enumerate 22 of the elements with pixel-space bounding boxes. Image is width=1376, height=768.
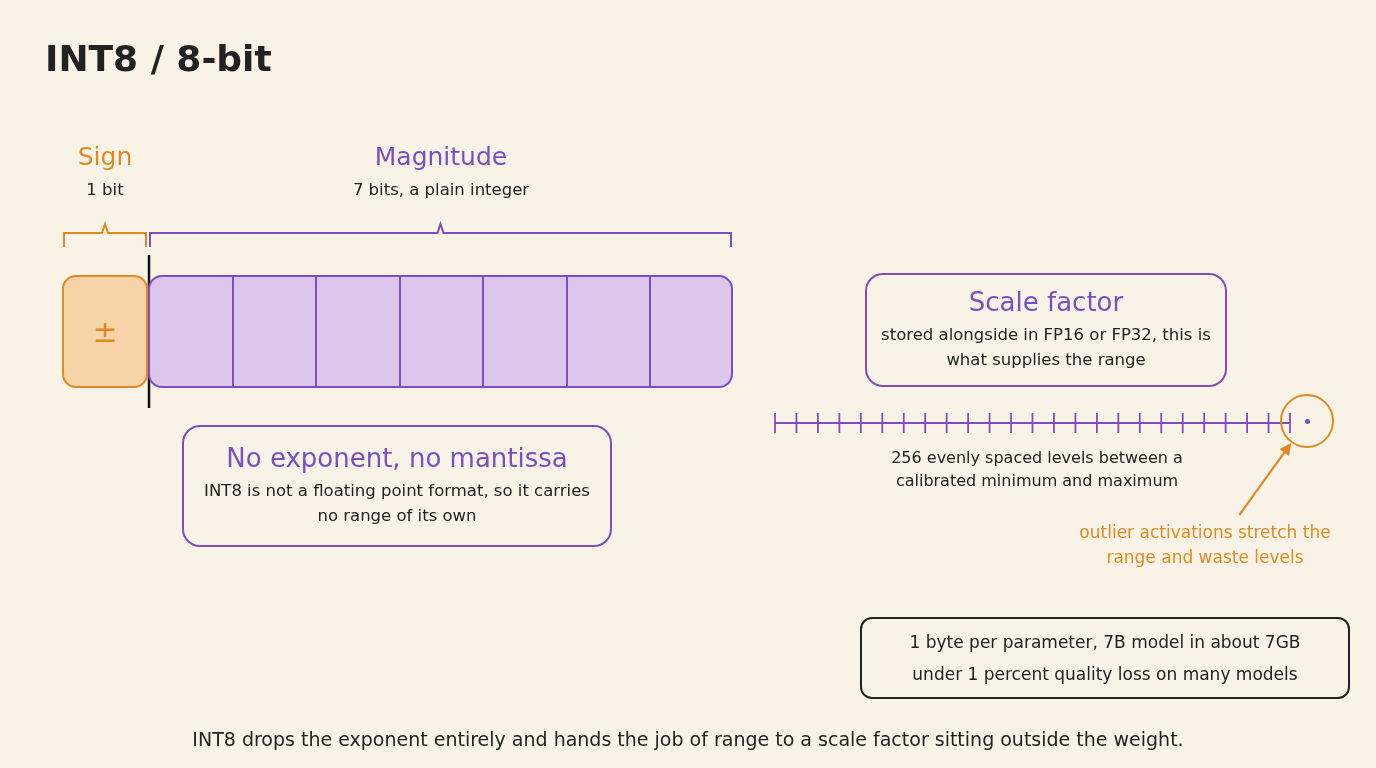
field-heading: Magnitude	[373, 142, 509, 171]
field-heading: Sign	[76, 142, 134, 171]
stat-text: under 1 percent quality loss on many models	[912, 663, 1298, 686]
note-box	[182, 425, 612, 547]
scale-caption: 256 evenly spaced levels between a calibrated minimum and maximum	[890, 447, 1184, 493]
arrow	[1238, 442, 1292, 516]
field-caption: 1 bit	[85, 180, 125, 199]
box-heading: Scale factor	[968, 287, 1124, 318]
outlier-circle	[1280, 394, 1334, 448]
stats-box	[860, 617, 1350, 699]
scale-factor-box	[865, 273, 1227, 387]
callout-text: outlier activations stretch the range and waste levels	[1078, 521, 1332, 569]
sign-bit-box	[62, 275, 148, 388]
box-heading: No exponent, no mantissa	[226, 443, 568, 474]
magnitude-bits-bar	[148, 275, 733, 388]
box-text: stored alongside in FP16 or FP32, this is what supplies the range	[880, 324, 1212, 371]
caption: INT8 drops the exponent entirely and hands the job of range to a scale factor sitting outside the weight.	[191, 728, 1185, 750]
stat-text: 1 byte per parameter, 7B model in about 7GB	[909, 630, 1301, 654]
sign-symbol: ±	[92, 314, 118, 349]
box-text: INT8 is not a floating point format, so it carries no range of its own	[203, 480, 591, 527]
field-caption: 7 bits, a plain integer	[351, 180, 531, 199]
title: INT8 / 8-bit	[45, 38, 272, 79]
